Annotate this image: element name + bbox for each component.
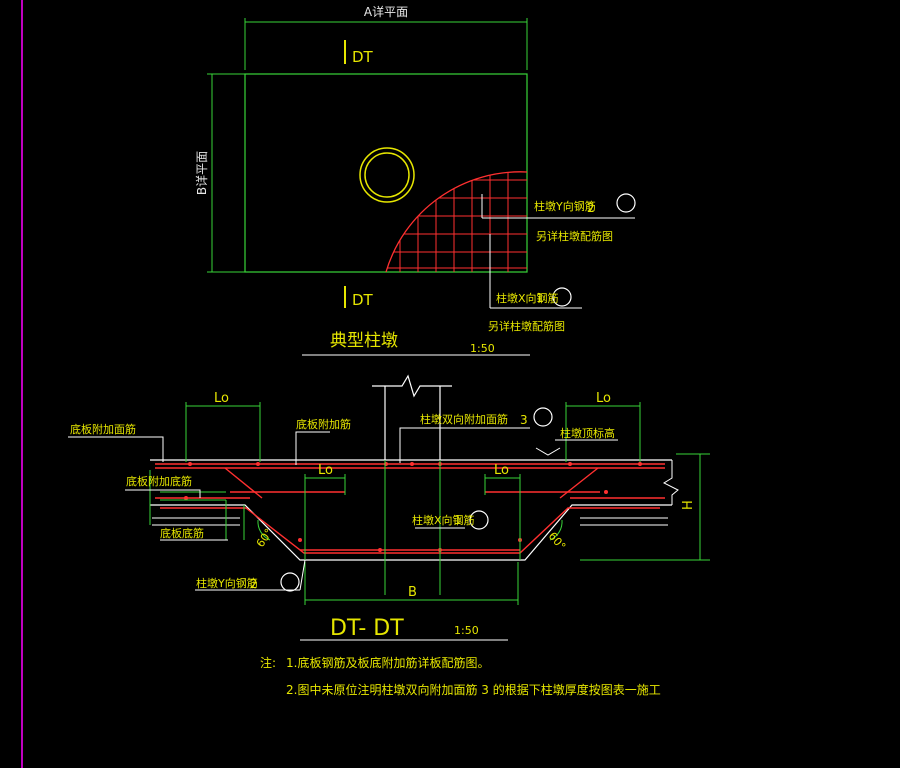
section-label-pier-two-way: 柱墩双向附加面筋 xyxy=(420,412,508,426)
plan-title: 典型柱墩 xyxy=(330,331,398,351)
section-callout-1-circle xyxy=(469,510,489,530)
notes-line-2: 2.图中未原位注明柱墩双向附加面筋 3 的根据下柱墩厚度按图表一施工 xyxy=(286,682,661,697)
plan-dim-left-label: B详平面 xyxy=(194,151,209,195)
plan-column-outer xyxy=(359,147,415,203)
section-lo-label-3: Lo xyxy=(318,463,333,478)
plan-view: A详平面 B详平面 xyxy=(194,4,636,356)
section-title: DT- DT xyxy=(330,616,404,641)
section-callout-3-circle xyxy=(533,407,553,427)
section-column-stub xyxy=(372,374,452,460)
section-lo-label-2: Lo xyxy=(596,391,611,406)
section-plate-lines xyxy=(152,517,668,526)
section-label-pier-y-num: 2 xyxy=(250,577,258,591)
plan-rebar-arc xyxy=(385,171,528,273)
section-view: Lo Lo Lo Lo 底板附加面筋 底板附加筋 底板附加底筋 底板底筋 柱墩双… xyxy=(68,374,710,641)
section-leaders xyxy=(68,427,618,591)
notes-prefix: 注: xyxy=(260,655,276,670)
plan-callout-y-label: 柱墩Y向钢筋 xyxy=(534,199,596,213)
plan-dim-top-label: A详平面 xyxy=(364,4,408,19)
section-dim-h: H xyxy=(681,500,696,510)
section-angle-arc-right xyxy=(549,519,563,541)
plan-callout-x-circle xyxy=(552,287,572,307)
plan-callout-y-num: 2 xyxy=(587,201,595,215)
plan-column-inner xyxy=(364,152,410,198)
section-label-bottom-plate-bottom-add: 底板附加底筋 xyxy=(126,474,192,488)
plan-section-marker-bottom: DT xyxy=(352,291,374,309)
section-label-bottom-plate-top-add: 底板附加面筋 xyxy=(70,422,136,436)
plan-section-marker-top: DT xyxy=(352,48,374,66)
section-label-bottom-plate-bottom: 底板底筋 xyxy=(160,526,204,540)
plan-callout-y-leader xyxy=(481,194,635,219)
section-label-pier-y: 柱墩Y向钢筋 xyxy=(196,576,258,590)
plan-dim-top xyxy=(244,18,528,70)
section-label-pier-x: 柱墩X向钢筋 xyxy=(412,513,475,527)
section-label-pier-two-way-num: 3 xyxy=(520,413,528,427)
section-callout-2-circle xyxy=(280,572,300,592)
plan-callout-x-leader xyxy=(489,234,582,309)
section-lo-label-4: Lo xyxy=(494,463,509,478)
section-concrete-outline xyxy=(150,459,672,561)
notes-line-1: 1.底板钢筋及板底附加筋详板配筋图。 xyxy=(286,655,489,670)
section-angle-arc-left xyxy=(257,519,271,541)
plan-dim-left xyxy=(207,73,245,273)
plan-callout-x-note: 另详柱墩配筋图 xyxy=(488,319,565,333)
plan-callout-x-label: 柱墩X向钢筋 xyxy=(496,291,559,305)
notes: 注: 1.底板钢筋及板底附加筋详板配筋图。 2.图中未原位注明柱墩双向附加面筋 … xyxy=(260,655,661,697)
section-label-pier-x-num: 1 xyxy=(454,513,462,527)
plan-scale: 1:50 xyxy=(470,342,495,355)
plan-callout-x-num: 1 xyxy=(536,291,544,305)
section-dimensions xyxy=(149,402,710,605)
section-break-right xyxy=(662,460,679,505)
plan-callout-y-circle xyxy=(616,193,636,213)
section-rebar xyxy=(155,463,665,554)
section-label-bottom-plate-add: 底板附加筋 xyxy=(296,417,351,431)
section-scale: 1:50 xyxy=(454,624,479,637)
section-label-pier-top-elev: 柱墩顶标高 xyxy=(560,426,615,440)
section-lo-label-1: Lo xyxy=(214,391,229,406)
section-dim-b: B xyxy=(408,585,417,600)
plan-callout-y-note: 另详柱墩配筋图 xyxy=(536,229,613,243)
